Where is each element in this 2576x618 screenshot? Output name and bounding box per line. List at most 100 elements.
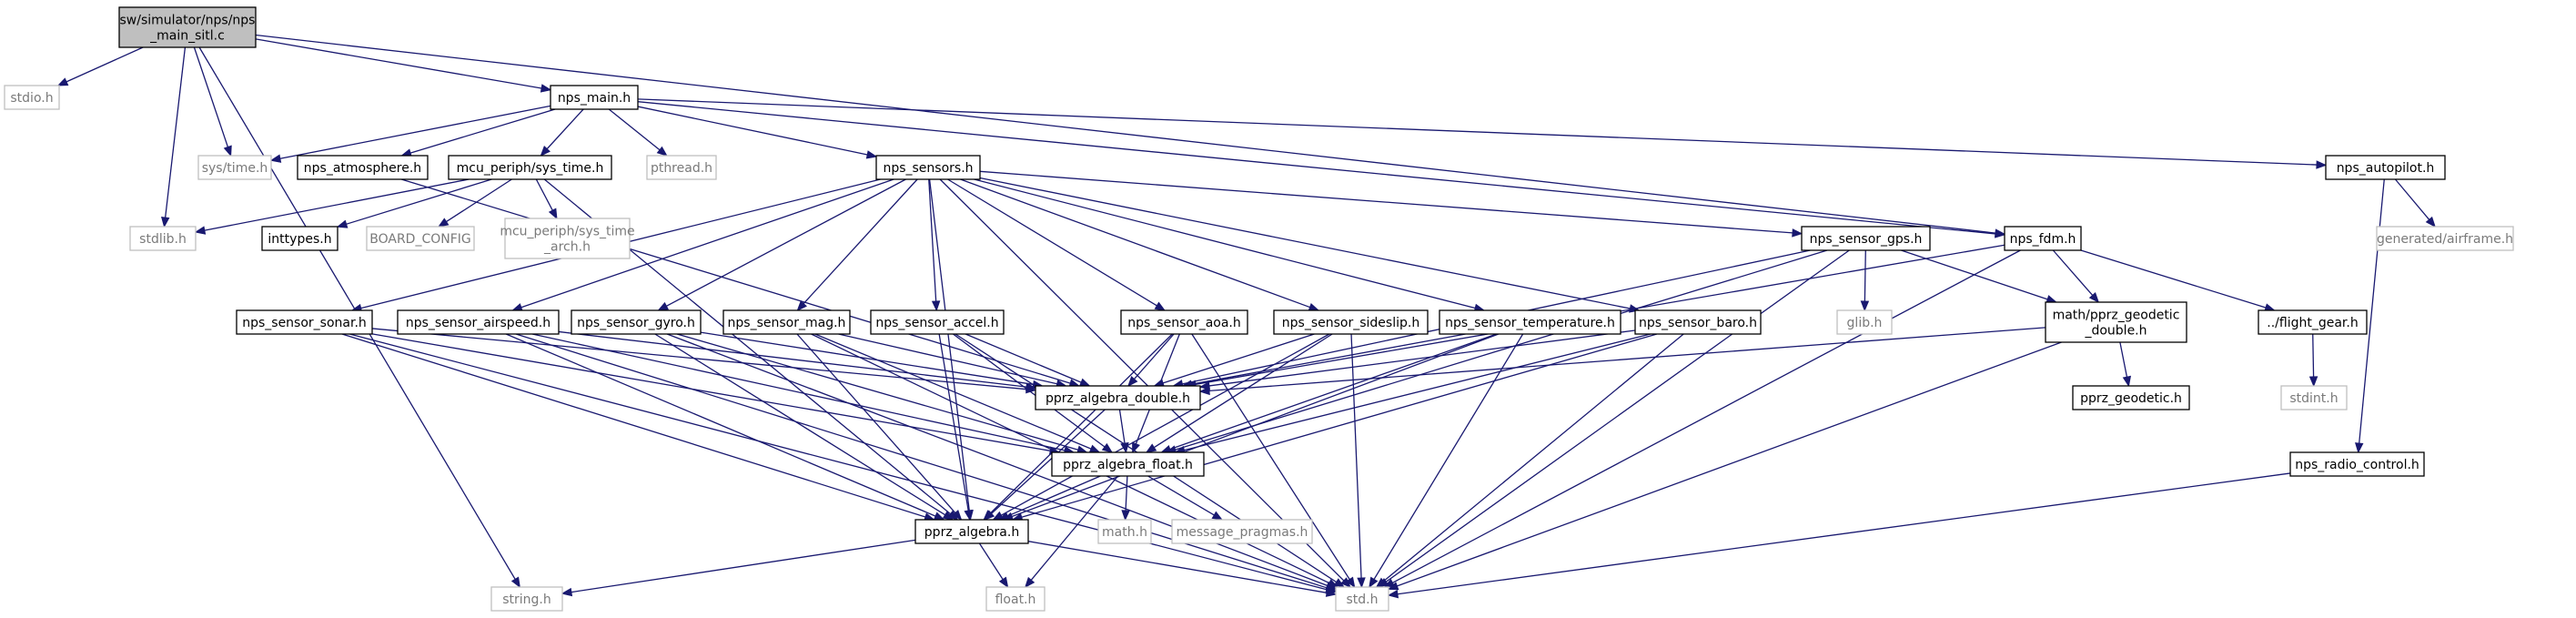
edge-aoa-to-algdouble (1127, 333, 1175, 388)
node-mcuarch: mcu_periph/sys_time_arch.h (500, 218, 635, 259)
node-label: mcu_periph/sys_time (500, 225, 634, 239)
node-sonar[interactable]: nps_sensor_sonar.h (236, 309, 373, 335)
node-airspeed[interactable]: nps_sensor_airspeed.h (397, 309, 560, 335)
node-flightgear[interactable]: ../flight_gear.h (2258, 309, 2368, 335)
arrow-head-icon (1121, 510, 1130, 522)
node-string: string.h (490, 586, 563, 612)
node-geodetic_double[interactable]: math/pprz_geodetic_double.h (2045, 301, 2187, 343)
edge-line (1392, 249, 2021, 583)
edge-line (531, 333, 1066, 451)
node-npssensors[interactable]: nps_sensors.h (875, 155, 981, 180)
edge-line (371, 328, 1027, 390)
edge-airspeed-to-algdouble (558, 330, 1037, 391)
node-inttypes[interactable]: inttypes.h (261, 226, 338, 251)
node-accel[interactable]: nps_sensor_accel.h (870, 309, 1005, 335)
edge-line (1007, 475, 1101, 517)
node-label: stdlib.h (139, 232, 187, 247)
edge-line (991, 409, 1106, 514)
edge-line (965, 333, 1082, 383)
node-msgpragmas: message_pragmas.h (1171, 519, 1313, 544)
node-label: nps_sensor_airspeed.h (406, 316, 551, 330)
edge-airspeed-to-algebra (505, 333, 945, 521)
node-mag[interactable]: nps_sensor_mag.h (722, 309, 851, 335)
node-baro[interactable]: nps_sensor_baro.h (1634, 309, 1762, 335)
edge-line (1027, 541, 1328, 593)
node-radio[interactable]: nps_radio_control.h (2289, 451, 2425, 477)
node-box (118, 6, 257, 48)
node-algfloat[interactable]: pprz_algebra_float.h (1051, 451, 1205, 477)
node-box (1051, 451, 1205, 477)
edge-line (1208, 329, 1636, 387)
node-box (2004, 226, 2082, 251)
node-mcusys[interactable]: mcu_periph/sys_time.h (448, 155, 612, 180)
edge-algebra-to-string (561, 539, 916, 597)
edge-line (279, 105, 551, 159)
edge-line (505, 333, 936, 517)
edge-line (989, 333, 1173, 514)
node-box (646, 155, 717, 180)
arrow-head-icon (437, 218, 450, 228)
node-root[interactable]: sw/simulator/nps/nps_main_sitl.c (118, 6, 257, 48)
edge-line (953, 333, 1106, 448)
node-box (2289, 451, 2425, 477)
edge-line (814, 333, 1092, 450)
node-label: nps_sensor_gps.h (1810, 232, 1923, 247)
edge-npsmain-to-mcusys (540, 108, 584, 157)
node-temperature[interactable]: nps_sensor_temperature.h (1439, 309, 1621, 335)
edge-root-to-systime (193, 46, 232, 157)
edge-sideslip-to-algfloat (1145, 333, 1333, 453)
edge-line (515, 333, 1328, 589)
edge-baro-to-algdouble (1198, 329, 1636, 390)
node-label: nps_radio_control.h (2295, 458, 2419, 472)
edge-algdouble-to-algebra (984, 409, 1106, 521)
node-npsatm[interactable]: nps_atmosphere.h (297, 155, 429, 180)
node-label: stdio.h (10, 91, 53, 106)
node-box (1439, 309, 1621, 335)
node-npsfdm[interactable]: nps_fdm.h (2004, 226, 2082, 251)
edge-airspeed-to-stdh (515, 333, 1338, 593)
edge-mcusys-to-mcuarch (535, 178, 558, 220)
node-box (4, 85, 60, 110)
edge-line (409, 108, 556, 154)
edge-algfloat-to-floath (1024, 475, 1119, 589)
node-label: nps_sensor_baro.h (1639, 316, 1757, 330)
node-gps[interactable]: nps_sensor_gps.h (1801, 226, 1931, 251)
arrow-head-icon (194, 226, 207, 235)
edge-baro-to-stdh (1375, 333, 1684, 588)
node-npsautopilot[interactable]: nps_autopilot.h (2325, 155, 2446, 180)
arrow-head-icon (1375, 577, 1387, 588)
edge-algfloat-to-math (1121, 475, 1130, 522)
node-geodetic[interactable]: pprz_geodetic.h (2072, 385, 2190, 410)
node-algdouble[interactable]: pprz_algebra_double.h (1035, 385, 1201, 410)
arrow-head-icon (1860, 300, 1870, 312)
arrow-head-icon (1325, 588, 1338, 597)
edge-mcusys-to-boardconfig (437, 178, 512, 228)
edge-line (400, 178, 1071, 384)
edge-line (637, 98, 2318, 166)
edge-npssensors-to-accel (928, 178, 941, 312)
node-sideslip[interactable]: nps_sensor_sideslip.h (1273, 309, 1429, 335)
node-box (504, 218, 631, 259)
edge-line (1162, 333, 1315, 384)
node-algebra[interactable]: pprz_algebra.h (914, 519, 1029, 544)
node-label: nps_sensor_sideslip.h (1282, 316, 1419, 330)
node-label: generated/airframe.h (2377, 232, 2513, 247)
node-npsmain[interactable]: nps_main.h (550, 85, 639, 110)
edge-npsmain-to-npssensors (637, 106, 878, 159)
node-box (875, 155, 981, 180)
edge-airspeed-to-algfloat (531, 333, 1076, 455)
node-gyro[interactable]: nps_sensor_gyro.h (571, 309, 702, 335)
edge-line (938, 333, 969, 512)
edge-line (1118, 409, 1126, 444)
edge-line (446, 178, 512, 223)
edge-line (2119, 341, 2128, 378)
node-box (366, 226, 475, 251)
arrow-head-icon (796, 300, 807, 311)
node-label: stdint.h (2289, 391, 2338, 406)
node-aoa[interactable]: nps_sensor_aoa.h (1120, 309, 1248, 335)
arrow-head-icon (1078, 378, 1091, 387)
node-box (1097, 519, 1152, 544)
node-label: _arch.h (543, 240, 591, 255)
edge-npssensors-to-algebra (928, 178, 974, 522)
